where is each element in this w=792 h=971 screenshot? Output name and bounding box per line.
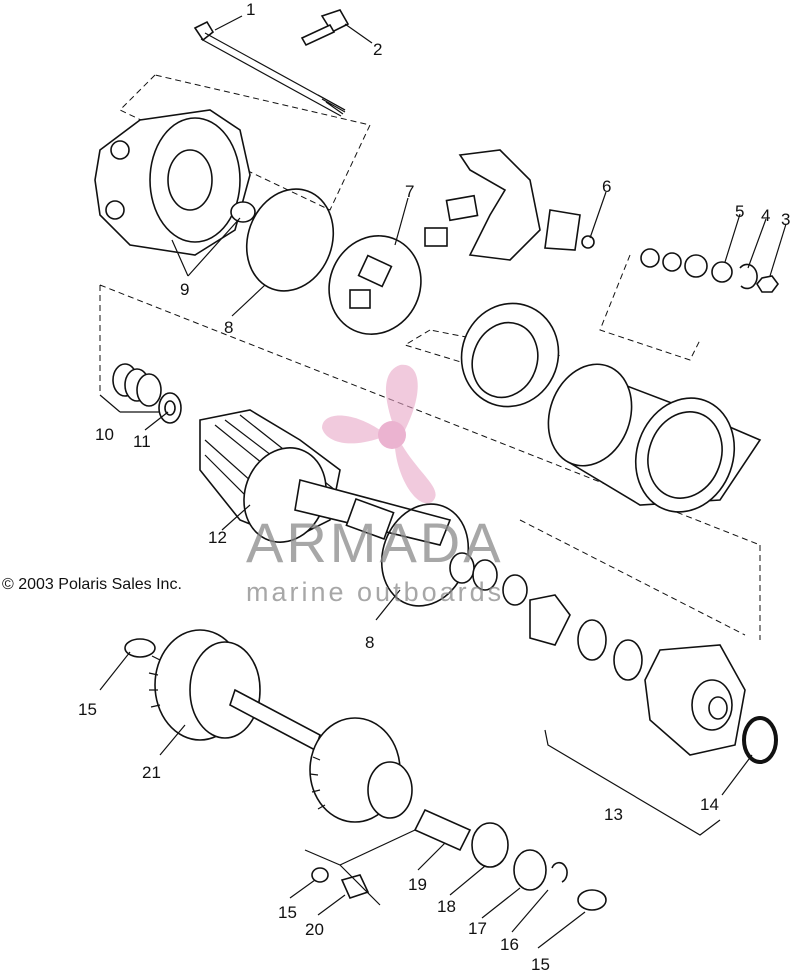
watermark-name: ARMADA xyxy=(246,511,504,574)
callout-17: 17 xyxy=(468,919,487,938)
callout-13: 13 xyxy=(604,805,623,824)
brush-holder-plate xyxy=(328,235,422,335)
screw xyxy=(300,9,350,47)
callout-19: 19 xyxy=(408,875,427,894)
callout-12: 12 xyxy=(208,528,227,547)
drive-end-housing xyxy=(644,644,746,756)
callout-9: 9 xyxy=(180,280,189,299)
callout-3: 3 xyxy=(781,210,790,229)
callout-20: 20 xyxy=(305,920,324,939)
rear-end-cover xyxy=(94,109,256,256)
snap-ring xyxy=(742,716,778,764)
armature xyxy=(199,409,452,546)
overrunning-clutch xyxy=(309,717,413,823)
o-ring-upper xyxy=(245,188,335,292)
watermark-logo xyxy=(322,364,436,504)
callout-15-mid: 15 xyxy=(278,903,297,922)
callout-11: 11 xyxy=(133,432,151,451)
callout-8-upper: 8 xyxy=(224,318,233,337)
callout-6: 6 xyxy=(602,177,611,196)
callout-7: 7 xyxy=(405,182,414,201)
yoke-housing xyxy=(547,363,762,513)
callout-16: 16 xyxy=(500,935,519,954)
callout-14: 14 xyxy=(700,795,719,814)
callout-4: 4 xyxy=(761,206,770,225)
planetary-gear-shaft xyxy=(148,629,321,752)
through-bolt xyxy=(193,20,346,117)
callout-18: 18 xyxy=(437,897,456,916)
callout-10: 10 xyxy=(95,425,114,444)
brush-holder-ring xyxy=(460,302,560,408)
spring-washers xyxy=(112,363,182,424)
watermark-tagline: marine outboards xyxy=(246,577,504,607)
callout-5: 5 xyxy=(735,202,744,221)
callout-15-top: 15 xyxy=(78,700,97,719)
pinion-hardware xyxy=(124,638,607,911)
brush-assembly xyxy=(424,149,581,261)
callout-2: 2 xyxy=(373,40,382,59)
callout-15-bottom: 15 xyxy=(531,955,550,971)
callout-8-lower: 8 xyxy=(365,633,374,652)
copyright-text: © 2003 Polaris Sales Inc. xyxy=(2,576,182,593)
callout-1: 1 xyxy=(246,0,255,19)
leader-lines xyxy=(99,15,787,949)
terminal-hardware xyxy=(581,235,779,293)
bearing-washer-stack xyxy=(449,552,643,681)
callout-21: 21 xyxy=(142,763,161,782)
